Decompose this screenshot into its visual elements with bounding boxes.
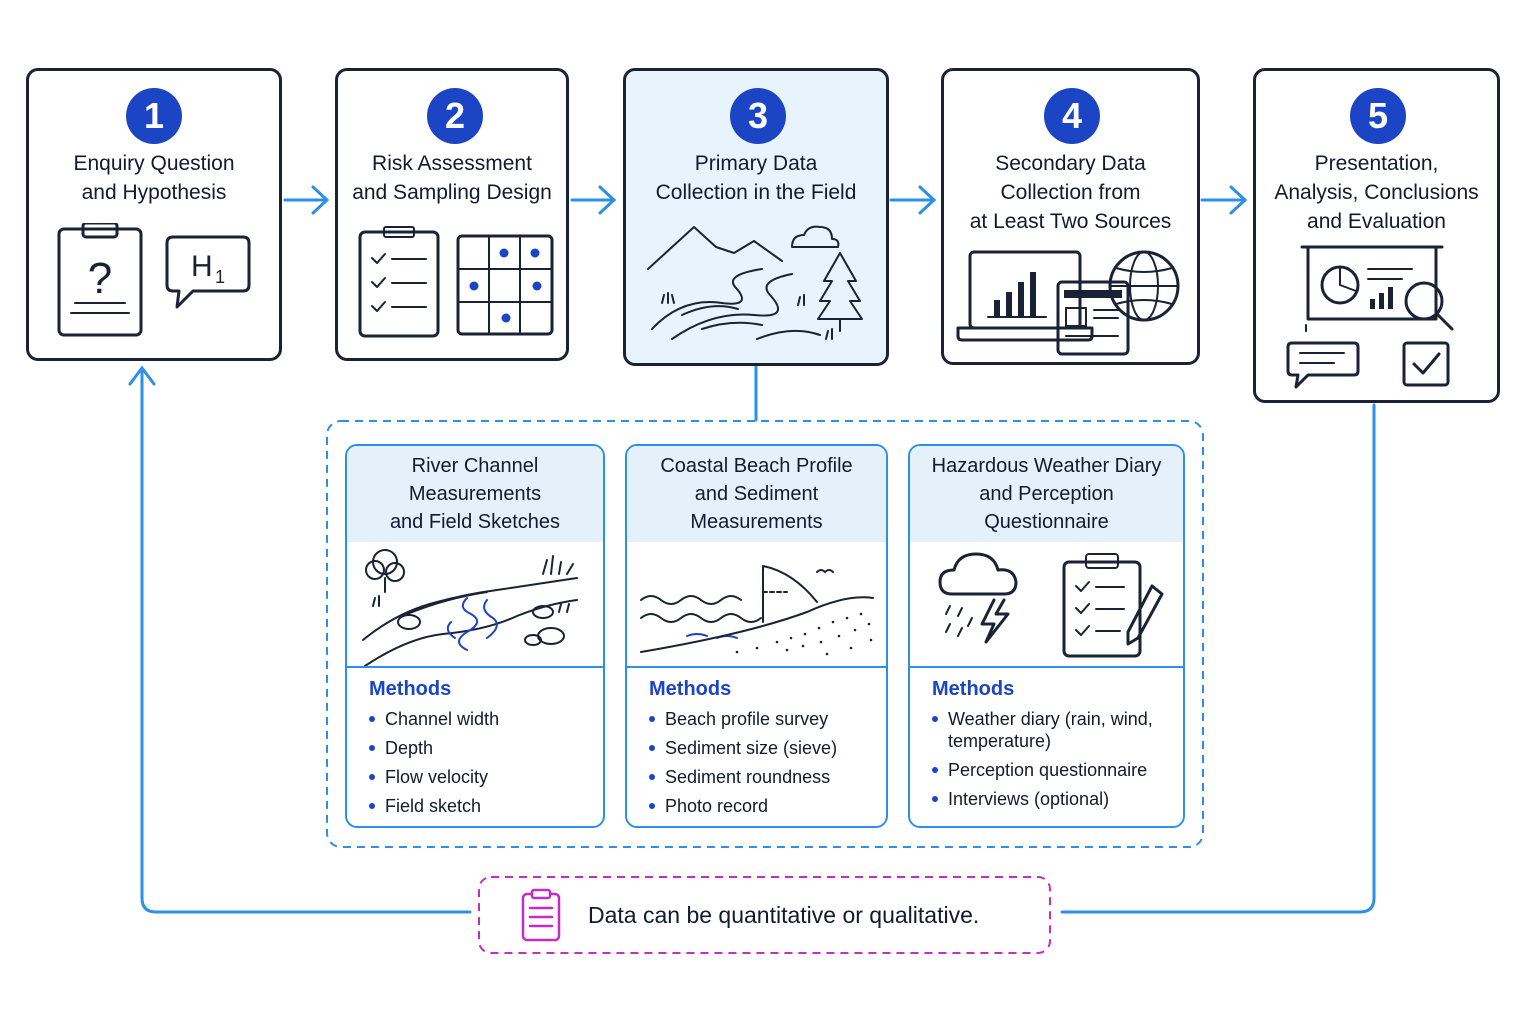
list-item: Interviews (optional) [932,788,1169,810]
step-4-title: Secondary Data Collection from at Least … [969,152,1172,233]
arrow-head-1 [311,185,330,215]
weather-methods-heading: Methods [932,678,1015,700]
clipboard-note-icon [521,888,561,942]
step-2-title: Risk Assessment and Sampling Design [352,152,552,204]
clipboard-question-and-hypothesis-bubble-icon: ? H 1 [57,223,251,337]
list-item: Sediment size (sieve) [649,737,872,759]
river-sketch-illustration [347,542,603,668]
storm-cloud-and-questionnaire-icon [938,552,1164,658]
step-1-box: 1 Enquiry Question and Hypothesis ? H 1 [26,68,282,361]
step-4-badge: 4 [1044,88,1100,144]
step-3-title: Primary Data Collection in the Field [655,152,857,204]
feedback-arrow-head [128,365,156,386]
weather-diary-card: Hazardous Weather Diary and Perception Q… [908,444,1185,828]
coastal-beach-card-title: Coastal Beach Profile and Sediment Measu… [627,446,886,542]
list-item: Sediment roundness [649,766,872,788]
examples-dashed-frame [326,420,1204,848]
step-3-box: 3 Primary Data Collection in the Field [623,68,889,366]
step-1-title: Enquiry Question and Hypothesis [73,152,235,204]
list-item: Weather diary (rain, wind, temperature) [932,708,1169,752]
step-5-badge: 5 [1350,88,1406,144]
list-item: Photo record [649,795,872,817]
coastal-beach-card: Coastal Beach Profile and Sediment Measu… [625,444,888,828]
river-methods-list: Channel width Depth Flow velocity Field … [369,708,589,824]
list-item: Beach profile survey [649,708,872,730]
arrow-head-2 [598,185,617,215]
svg-text:H: H [191,250,213,283]
svg-text:?: ? [88,254,112,303]
step-5-box: 5 Presentation, Analysis, Conclusions an… [1253,68,1500,403]
weather-illustration [910,542,1183,668]
weather-diary-card-title: Hazardous Weather Diary and Perception Q… [910,446,1183,542]
step-2-badge: 2 [427,88,483,144]
beach-profile-icon [640,565,874,656]
list-item: Perception questionnaire [932,759,1169,781]
step-2-box: 2 Risk Assessment and Sampling Design [335,68,569,361]
list-item: Field sketch [369,795,589,817]
step-4-box: 4 Secondary Data Collection from at Leas… [941,68,1200,365]
note-dashed-frame [478,876,1051,954]
checklist-and-sampling-grid-icon [358,226,554,338]
list-item: Channel width [369,708,589,730]
river-sketch-icon [362,549,578,667]
list-item: Flow velocity [369,766,589,788]
river-channel-card-title: River Channel Measurements and Field Ske… [347,446,603,542]
river-methods-heading: Methods [369,678,452,700]
river-channel-card: River Channel Measurements and Field Ske… [345,444,605,828]
step-3-badge: 3 [730,88,786,144]
beach-methods-list: Beach profile survey Sediment size (siev… [649,708,872,824]
beach-profile-illustration [627,542,886,668]
step-1-badge: 1 [126,88,182,144]
step-5-title: Presentation, Analysis, Conclusions and … [1274,152,1479,233]
arrow-head-3 [918,185,937,215]
list-item: Depth [369,737,589,759]
arrow-head-4 [1229,185,1248,215]
beach-methods-heading: Methods [649,678,732,700]
landscape-river-icon [647,225,863,340]
weather-methods-list: Weather diary (rain, wind, temperature) … [932,708,1169,817]
presentation-magnifier-comment-check-icon [1286,245,1454,389]
feedback-loop-line-left [140,370,472,914]
data-type-note: Data can be quantitative or qualitative. [588,902,980,928]
feedback-loop-line [1060,403,1376,914]
laptop-document-globe-icon [956,250,1180,356]
svg-text:1: 1 [215,267,225,287]
